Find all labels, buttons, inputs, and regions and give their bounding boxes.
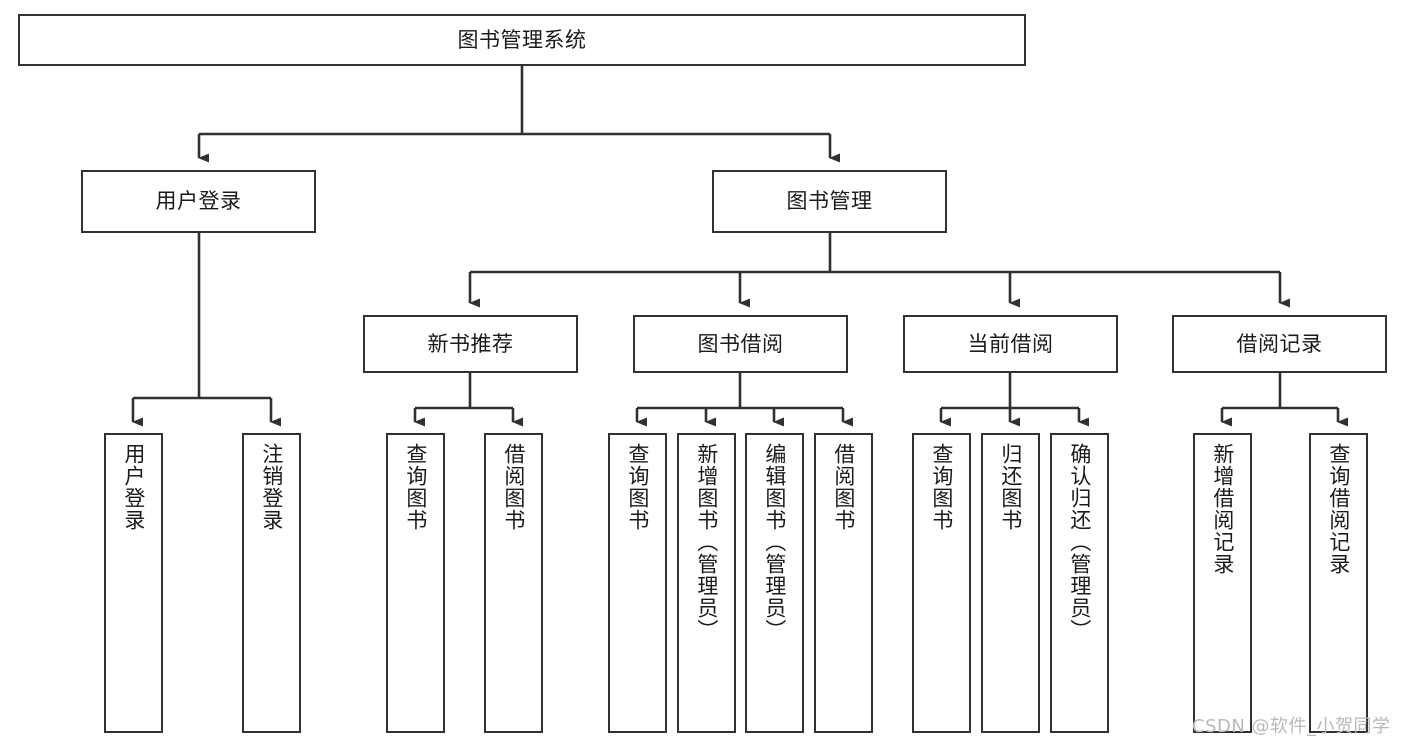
node-leaf-logout-login-label: 注销登录: [259, 443, 284, 531]
node-new-book-recommend-label: 新书推荐: [427, 331, 514, 356]
node-leaf-logout-login[interactable]: 注销登录: [242, 433, 301, 733]
node-leaf-add-borrow-record-label: 新增借阅记录: [1210, 443, 1235, 575]
node-leaf-add-book-admin-label: 新增图书（管理员）: [694, 443, 719, 641]
node-leaf-return-book-label: 归还图书: [998, 443, 1023, 531]
node-leaf-add-book-admin[interactable]: 新增图书（管理员）: [677, 433, 736, 733]
node-leaf-user-login[interactable]: 用户登录: [104, 433, 163, 733]
node-leaf-query-book-current-label: 查询图书: [929, 443, 954, 531]
node-book-management[interactable]: 图书管理: [712, 170, 947, 233]
node-leaf-query-book-borrow[interactable]: 查询图书: [608, 433, 667, 733]
node-book-management-label: 图书管理: [786, 189, 873, 214]
node-leaf-borrow-book[interactable]: 借阅图书: [814, 433, 873, 733]
node-leaf-query-borrow-record[interactable]: 查询借阅记录: [1309, 433, 1368, 733]
node-leaf-query-book-recommend-label: 查询图书: [403, 443, 428, 531]
node-leaf-borrow-book-recommend-label: 借阅图书: [501, 443, 526, 531]
node-leaf-borrow-book-label: 借阅图书: [831, 443, 856, 531]
node-leaf-edit-book-admin[interactable]: 编辑图书（管理员）: [745, 433, 804, 733]
node-leaf-borrow-book-recommend[interactable]: 借阅图书: [484, 433, 543, 733]
node-leaf-query-book-recommend[interactable]: 查询图书: [386, 433, 445, 733]
node-leaf-user-login-label: 用户登录: [121, 443, 146, 531]
node-leaf-edit-book-admin-label: 编辑图书（管理员）: [762, 443, 787, 641]
node-current-borrow-label: 当前借阅: [967, 331, 1054, 356]
node-user-login[interactable]: 用户登录: [81, 170, 316, 233]
node-root-book-management-system[interactable]: 图书管理系统: [18, 14, 1026, 66]
node-current-borrow[interactable]: 当前借阅: [903, 315, 1118, 373]
csdn-watermark: CSDN @软件_小贺同学: [1192, 716, 1391, 737]
node-borrow-record[interactable]: 借阅记录: [1172, 315, 1387, 373]
node-leaf-add-borrow-record[interactable]: 新增借阅记录: [1193, 433, 1252, 733]
node-borrow-record-label: 借阅记录: [1236, 331, 1323, 356]
node-root-label: 图书管理系统: [457, 27, 587, 52]
node-leaf-query-book-borrow-label: 查询图书: [625, 443, 650, 531]
node-leaf-query-book-current[interactable]: 查询图书: [912, 433, 971, 733]
node-book-borrow-label: 图书借阅: [697, 331, 784, 356]
node-leaf-confirm-return-admin-label: 确认归还（管理员）: [1067, 443, 1092, 641]
node-new-book-recommend[interactable]: 新书推荐: [363, 315, 578, 373]
node-user-login-label: 用户登录: [155, 189, 242, 214]
node-book-borrow[interactable]: 图书借阅: [633, 315, 848, 373]
node-leaf-return-book[interactable]: 归还图书: [981, 433, 1040, 733]
node-leaf-confirm-return-admin[interactable]: 确认归还（管理员）: [1050, 433, 1109, 733]
node-leaf-query-borrow-record-label: 查询借阅记录: [1326, 443, 1351, 575]
